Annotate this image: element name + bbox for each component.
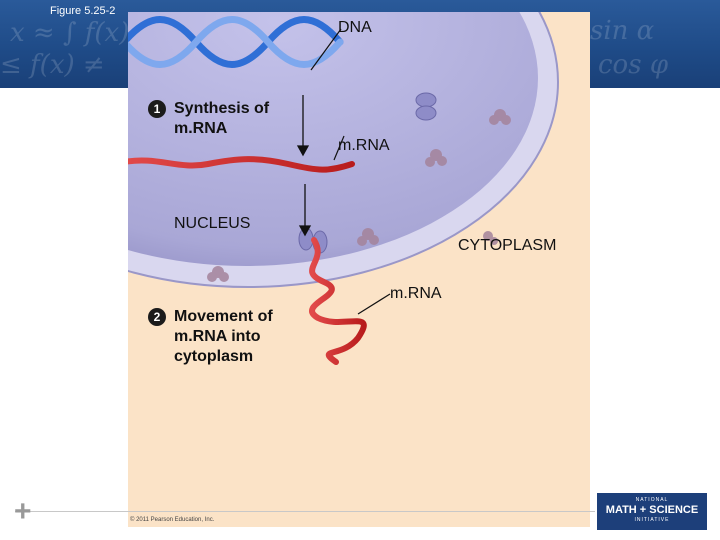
step-2-badge: 2 — [148, 308, 166, 326]
nucleus — [128, 12, 559, 288]
plus-icon: + — [14, 495, 32, 528]
step-1-badge: 1 — [148, 100, 166, 118]
logo-top-text: NATIONAL — [635, 497, 669, 503]
banner-decoration: cos φ — [598, 50, 669, 80]
mrna-strand-exiting — [309, 237, 367, 365]
export-arrow — [298, 184, 312, 237]
nms-logo: NATIONAL MATH + SCIENCE INITIATIVE — [597, 493, 707, 530]
logo-bottom-text: INITIATIVE — [634, 517, 670, 523]
cytoplasm-label: CYTOPLASM — [458, 237, 557, 254]
cell-illustration — [128, 12, 559, 365]
ribosomes — [207, 109, 511, 282]
dna-pointer — [310, 28, 342, 71]
banner-decoration: ≤ f(x) ≠ — [0, 50, 105, 80]
figure-label: Figure 5.25-2 — [50, 5, 116, 17]
mrna-strand-nucleus — [128, 156, 355, 173]
logo-main-text: MATH + SCIENCE — [605, 504, 699, 516]
mrna-nucleus-pointer — [333, 135, 345, 161]
nuclear-pore — [415, 92, 437, 121]
dna-label: DNA — [338, 19, 372, 36]
step-2-text: Movement of m.RNA into cytoplasm — [174, 308, 273, 365]
footer-divider — [15, 511, 595, 512]
transcription-arrow — [296, 95, 310, 157]
nucleus-label: NUCLEUS — [174, 215, 251, 232]
step-1-text: Synthesis of m.RNA — [174, 100, 270, 137]
figure-panel: DNA m.RNA NUCLEUS CYTOPLASM m.RNA 1 Synt… — [128, 12, 590, 527]
nuclear-pore — [298, 227, 328, 254]
mrna-cytoplasm-pointer — [357, 293, 391, 315]
banner-decoration: sin α — [590, 16, 655, 46]
mrna-cytoplasm-label: m.RNA — [390, 285, 442, 302]
mrna-nucleus-label: m.RNA — [338, 137, 390, 154]
dna-helix — [128, 16, 344, 68]
copyright-notice: © 2011 Pearson Education, Inc. — [130, 517, 215, 523]
